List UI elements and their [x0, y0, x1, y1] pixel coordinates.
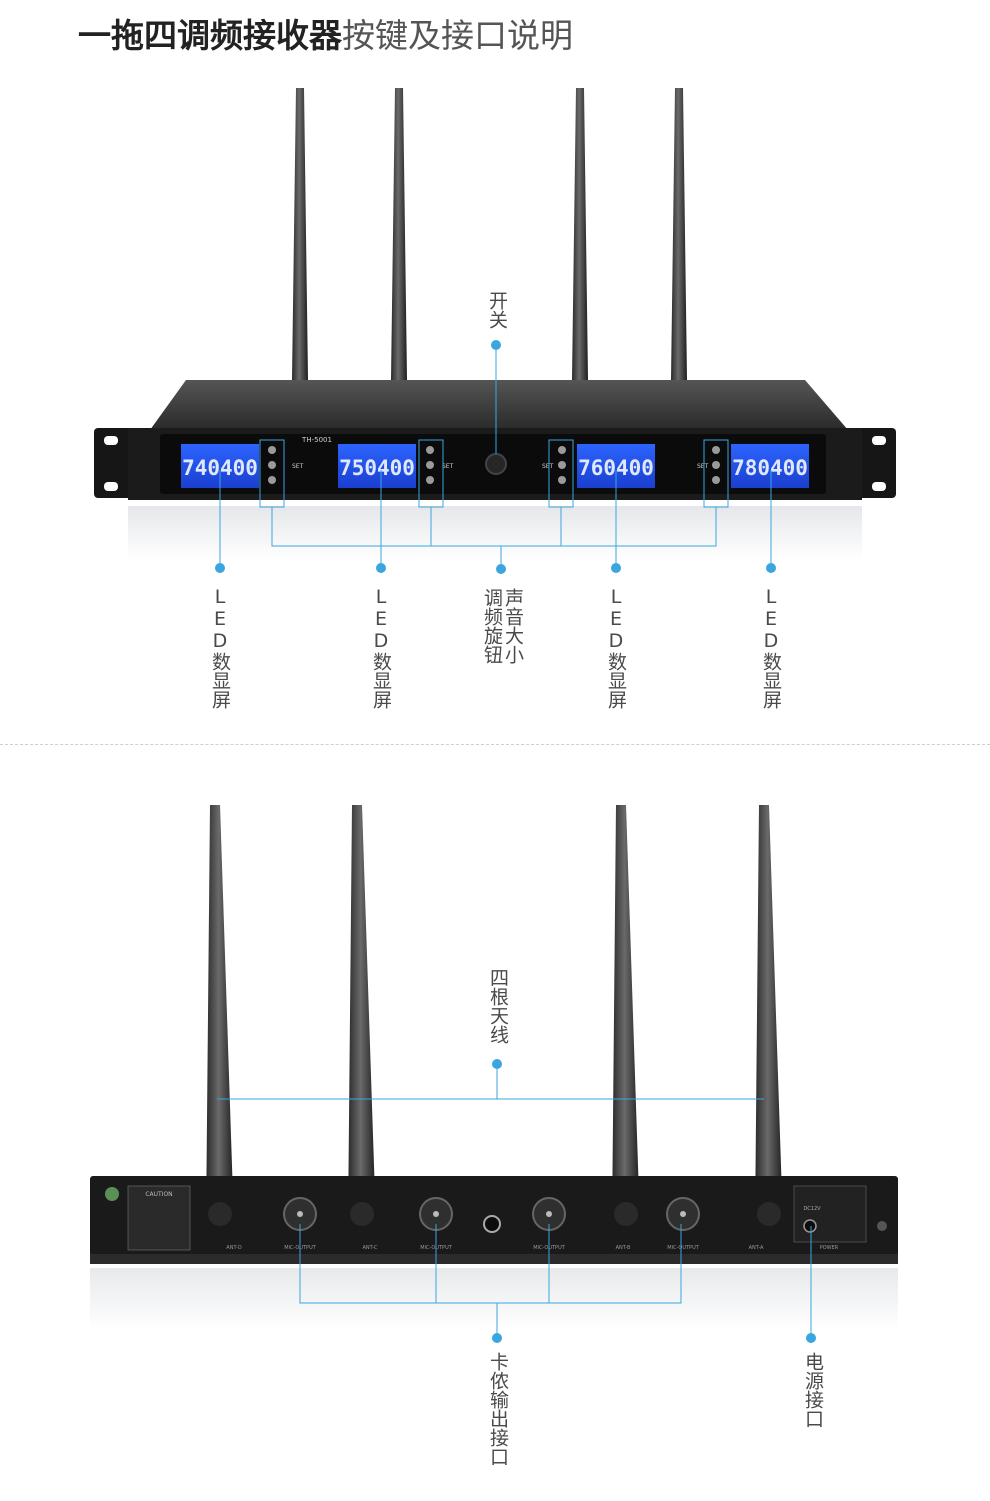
ant-label-a: ANT-A [749, 1245, 764, 1251]
dc-socket [803, 1219, 817, 1233]
xlr-connectors [283, 1197, 700, 1231]
power-switch [485, 453, 507, 475]
jack-socket [483, 1215, 501, 1233]
label-led-4: LED数显屏 [760, 586, 782, 709]
front-callout-lines [219, 347, 772, 567]
ant-label-c: ANT-C [362, 1245, 378, 1251]
label-xlr: 卡侬输出接口 [487, 1352, 509, 1466]
title-bold: 一拖四调频接收器 [78, 16, 342, 55]
front-antennas [292, 88, 687, 380]
label-led-3: LED数显屏 [605, 586, 627, 709]
set-label-3: SET [542, 463, 554, 470]
rack-ear-left [94, 428, 134, 498]
antenna-bases [208, 1202, 781, 1226]
label-tuning-knob: 调频旋钮 [481, 588, 503, 664]
title-light: 按键及接口说明 [342, 16, 573, 55]
label-antennas: 四根天线 [487, 968, 509, 1044]
mic-output-4: MIC-OUTPUT [667, 1245, 700, 1251]
caution-sticker [127, 1185, 191, 1251]
front-callout-dots [215, 340, 776, 574]
set-label-4: SET [697, 463, 709, 470]
rack-ear-right [856, 428, 896, 498]
lcd-display-2: 750400 [339, 456, 415, 480]
back-screw [877, 1221, 887, 1231]
label-led-1: LED数显屏 [209, 586, 231, 709]
model-label: TH-5001 [301, 436, 332, 444]
set-label-2: SET [442, 463, 454, 470]
page-title: 一拖四调频接收器按键及接口说明 [78, 14, 573, 58]
set-label-1: SET [292, 463, 304, 470]
dc-label: DC12V [803, 1206, 821, 1212]
front-buttons [268, 446, 720, 484]
front-top-lid [150, 380, 848, 430]
back-antennas [206, 805, 783, 1226]
label-switch: 开关 [486, 291, 508, 329]
section-divider [0, 744, 990, 745]
caution-text: CAUTION [145, 1191, 172, 1198]
back-reflection [90, 1268, 898, 1330]
label-power: 电源接口 [802, 1352, 824, 1428]
label-led-2: LED数显屏 [370, 586, 392, 709]
cert-icon [105, 1187, 119, 1201]
back-callout-dots [492, 1059, 816, 1343]
ant-label-d: ANT-D [226, 1245, 242, 1251]
ant-label-b: ANT-B [616, 1245, 631, 1251]
power-panel [793, 1185, 867, 1243]
back-callout-lines [217, 1066, 812, 1337]
lcd-display-4: 780400 [732, 456, 808, 480]
front-reflection [128, 506, 862, 560]
power-text: POWER [820, 1245, 839, 1251]
label-volume: 声音大小 [502, 588, 524, 664]
